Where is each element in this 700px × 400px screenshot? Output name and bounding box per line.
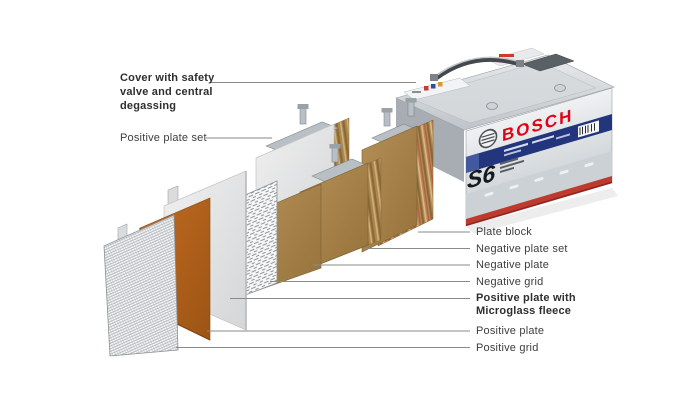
label-positive-plate-microglass: Positive plate with Microglass fleece	[476, 292, 576, 317]
label-negative-plate: Negative plate	[476, 259, 550, 271]
label-plate-block: Plate block	[476, 226, 533, 238]
label-positive-plate: Positive plate	[476, 325, 545, 337]
label-positive-grid: Positive grid	[476, 342, 539, 354]
label-cover: Cover with safety valve and central dega…	[120, 72, 215, 112]
label-negative-grid: Negative grid	[476, 276, 544, 288]
battery-handle	[430, 56, 524, 81]
cover-warning-label	[403, 77, 471, 101]
cover-module	[521, 53, 575, 72]
positive-grid	[103, 214, 179, 357]
battery-terminal	[486, 102, 498, 110]
battery-shadow	[466, 188, 618, 234]
battery-terminal	[554, 84, 566, 92]
barcode	[578, 120, 599, 138]
label-positive-plate-set: Positive plate set	[120, 132, 207, 144]
bosch-logo-icon	[478, 128, 498, 149]
leader-lines	[176, 82, 470, 348]
label-negative-plate-set: Negative plate set	[476, 243, 568, 255]
battery-front-label: BOSCH S6	[465, 87, 613, 227]
battery-illustration: BOSCH S6	[395, 47, 618, 234]
